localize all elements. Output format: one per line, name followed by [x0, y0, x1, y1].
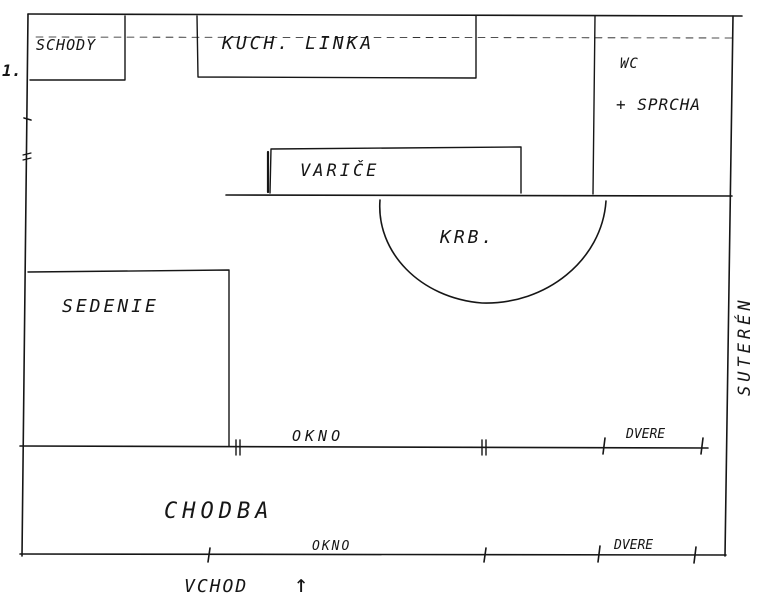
wc-wall [592, 15, 596, 195]
bottom-wall [19, 553, 727, 556]
left-wall [21, 13, 29, 557]
lower-window-tick [207, 547, 211, 563]
wc-label: WC [620, 56, 639, 72]
upper-door-label: DVERE [625, 427, 665, 442]
corridor-wall [19, 445, 709, 449]
lower-door-label: DVERE [613, 538, 653, 553]
kitchen-counter-label: KUCH. LINKA [221, 33, 374, 54]
left-wall-tick [22, 152, 32, 156]
top-dashed-guide [35, 36, 736, 39]
floor-marker: 1. [2, 61, 21, 80]
lower-window-tick [483, 547, 487, 563]
entrance-label: VCHOD [184, 576, 248, 597]
kitchen-counter-outline [196, 15, 477, 79]
corridor-label: CHODBA [164, 499, 273, 524]
stove-outline [269, 146, 522, 194]
upper-window-label: OKNO [292, 427, 344, 445]
kitchen-partition [225, 194, 733, 197]
entrance-arrow-icon: ↑ [294, 570, 308, 598]
basement-label: SUTERÉN [733, 296, 755, 396]
fireplace-outline [379, 199, 607, 304]
fireplace-label: KRB. [439, 227, 495, 248]
lower-door-tick [597, 545, 601, 563]
left-wall-tick [22, 157, 32, 161]
right-wall [724, 15, 734, 557]
upper-door-tick [700, 437, 704, 455]
upper-door-tick [602, 437, 606, 455]
stairs-outline [29, 15, 126, 81]
seating-outline [27, 269, 230, 447]
top-wall [27, 13, 743, 17]
stove-label: VARIČE [300, 159, 379, 181]
lower-window-label: OKNO [312, 539, 351, 554]
left-wall-tick [23, 117, 32, 121]
stairs-label: SCHODY [36, 36, 96, 54]
seating-label: SEDENIE [62, 296, 159, 317]
lower-door-tick [693, 546, 697, 564]
shower-label: + SPRCHA [616, 95, 701, 114]
